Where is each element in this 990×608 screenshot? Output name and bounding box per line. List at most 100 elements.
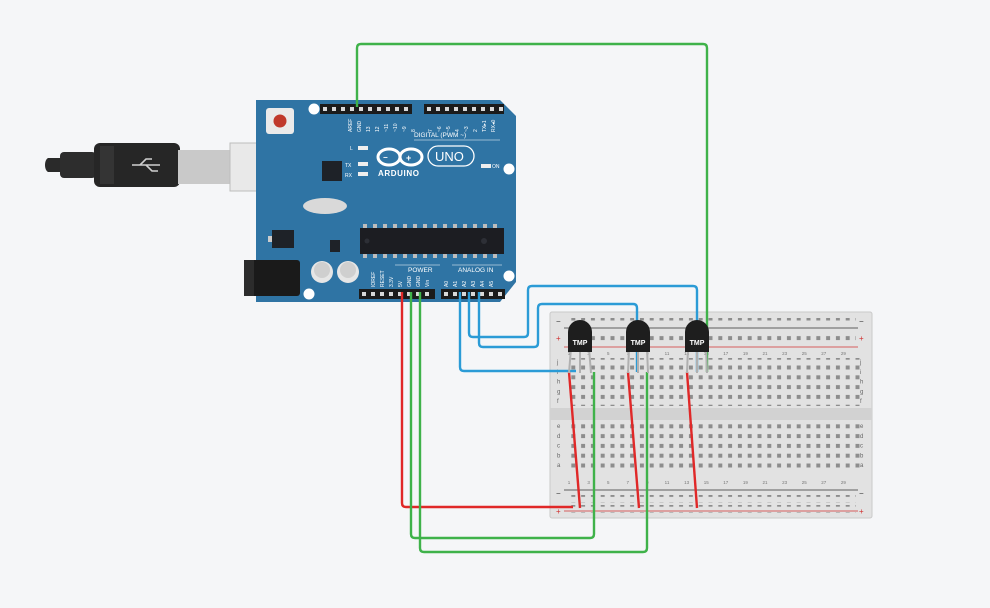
wire-red-3[interactable]	[685, 371, 699, 509]
wire-gnd-top[interactable]	[355, 42, 709, 372]
pin-label: A2	[462, 281, 468, 287]
on-label: ON	[492, 164, 500, 170]
row-letter: d	[557, 434, 560, 440]
power-header[interactable]	[359, 289, 435, 299]
top-ground-rail[interactable]	[566, 318, 856, 326]
column-number: 27	[821, 480, 827, 485]
pin-label: 8	[411, 129, 417, 132]
wires[interactable]	[355, 42, 709, 554]
pin-label: A1	[453, 281, 459, 287]
column-number: 27	[821, 351, 827, 356]
row-letter: b	[557, 453, 561, 459]
wire-a0[interactable]	[458, 292, 576, 373]
rail-plus-label: +	[556, 334, 561, 343]
crystal	[303, 198, 347, 214]
brand-label: ARDUINO	[378, 169, 420, 178]
sensor-label: TMP	[573, 340, 588, 347]
pin-label: ~9	[402, 126, 408, 132]
pin-label: 3.3V	[389, 276, 395, 287]
row-letter: c	[557, 444, 560, 450]
rail-plus-label: +	[556, 507, 561, 516]
usb-chip	[322, 161, 342, 181]
pin-label: RESET	[380, 270, 386, 287]
column-number: 19	[743, 480, 749, 485]
row-letter: g	[557, 389, 560, 395]
row-letter: i	[860, 370, 861, 376]
temperature-sensor-2[interactable]: TMP	[626, 320, 650, 374]
row-letter: g	[860, 389, 863, 395]
pin-label: 7	[428, 129, 434, 132]
column-number: 11	[665, 351, 670, 356]
row-letter: f	[557, 399, 559, 405]
breadboard[interactable]: − + − + − + − + jjiihhggffeeddccbbaa1133…	[549, 311, 873, 519]
row-letter: a	[557, 463, 561, 469]
wire-a2[interactable]	[477, 292, 639, 372]
wire-red-1[interactable]	[567, 371, 582, 509]
pin-label: ~10	[393, 123, 399, 132]
column-number: 21	[762, 351, 768, 356]
column-number: 25	[802, 351, 808, 356]
pin-label: GND	[357, 121, 363, 133]
column-number: 17	[723, 351, 729, 356]
pin-label: TX▸1	[482, 120, 488, 132]
wire-gnd-1[interactable]	[409, 292, 596, 540]
wire-gnd-2[interactable]	[418, 292, 649, 554]
model-label: UNO	[435, 149, 464, 164]
row-letter: b	[860, 453, 864, 459]
svg-text:−: −	[383, 153, 388, 162]
column-number: 29	[841, 480, 847, 485]
bottom-ground-rail[interactable]	[566, 495, 856, 503]
pin-label: A0	[444, 281, 450, 287]
column-number: 25	[802, 480, 808, 485]
pin-label: ~11	[384, 124, 390, 132]
row-letter: i	[557, 370, 558, 376]
reset-button-cap[interactable]	[273, 114, 287, 128]
column-number: 5	[607, 351, 610, 356]
pin-label: Vin	[425, 280, 431, 287]
row-letter: f	[860, 399, 862, 405]
rail-minus-label: −	[556, 317, 561, 326]
column-number: 21	[762, 480, 768, 485]
digital-header-label: DIGITAL (PWM ~)	[414, 132, 466, 139]
rail-plus-label: +	[859, 507, 864, 516]
column-number: 29	[841, 351, 847, 356]
column-number: 19	[743, 351, 749, 356]
power-jack	[244, 260, 300, 296]
power-header-label: POWER	[408, 267, 433, 274]
led-label-l: L	[350, 146, 353, 152]
pin-label: IOREF	[371, 272, 377, 287]
row-letter: j	[859, 360, 861, 366]
temperature-sensor-3[interactable]: TMP	[685, 320, 709, 374]
pin-label: A4	[480, 281, 486, 287]
pin-label: ~5	[446, 126, 452, 132]
column-number: 15	[704, 480, 710, 485]
column-number: 1	[568, 480, 571, 485]
top-terminal-strip[interactable]	[566, 358, 860, 406]
pin-label: 2	[473, 129, 479, 132]
column-number: 11	[665, 480, 670, 485]
pin-label: A3	[471, 281, 477, 287]
rail-minus-label: −	[556, 489, 561, 498]
temperature-sensor-1[interactable]: TMP	[568, 320, 592, 374]
usb-cable[interactable]	[45, 142, 267, 192]
column-number: 5	[607, 480, 610, 485]
bottom-terminal-strip[interactable]	[566, 422, 860, 470]
wire-red-2[interactable]	[626, 371, 641, 509]
arduino-uno-board[interactable]: L TX RX − + ARDUINO UNO ON DIGITAL (PWM …	[244, 100, 516, 302]
wire-5v[interactable]	[400, 292, 573, 509]
wire-a1[interactable]	[467, 284, 699, 372]
pin-label: 4	[455, 129, 461, 132]
digital-header[interactable]	[320, 104, 504, 114]
bottom-power-rail[interactable]	[566, 505, 856, 513]
usb-symbol-icon	[132, 158, 160, 172]
column-number: 17	[723, 480, 729, 485]
atmega-chip	[360, 228, 504, 254]
row-letter: h	[557, 380, 560, 386]
row-letter: d	[860, 434, 863, 440]
sensor-label: TMP	[690, 340, 705, 347]
top-power-rail[interactable]	[566, 334, 856, 342]
pin-label: A5	[489, 281, 495, 287]
pin-label: 13	[366, 126, 372, 132]
pin-label: GND	[416, 276, 422, 288]
